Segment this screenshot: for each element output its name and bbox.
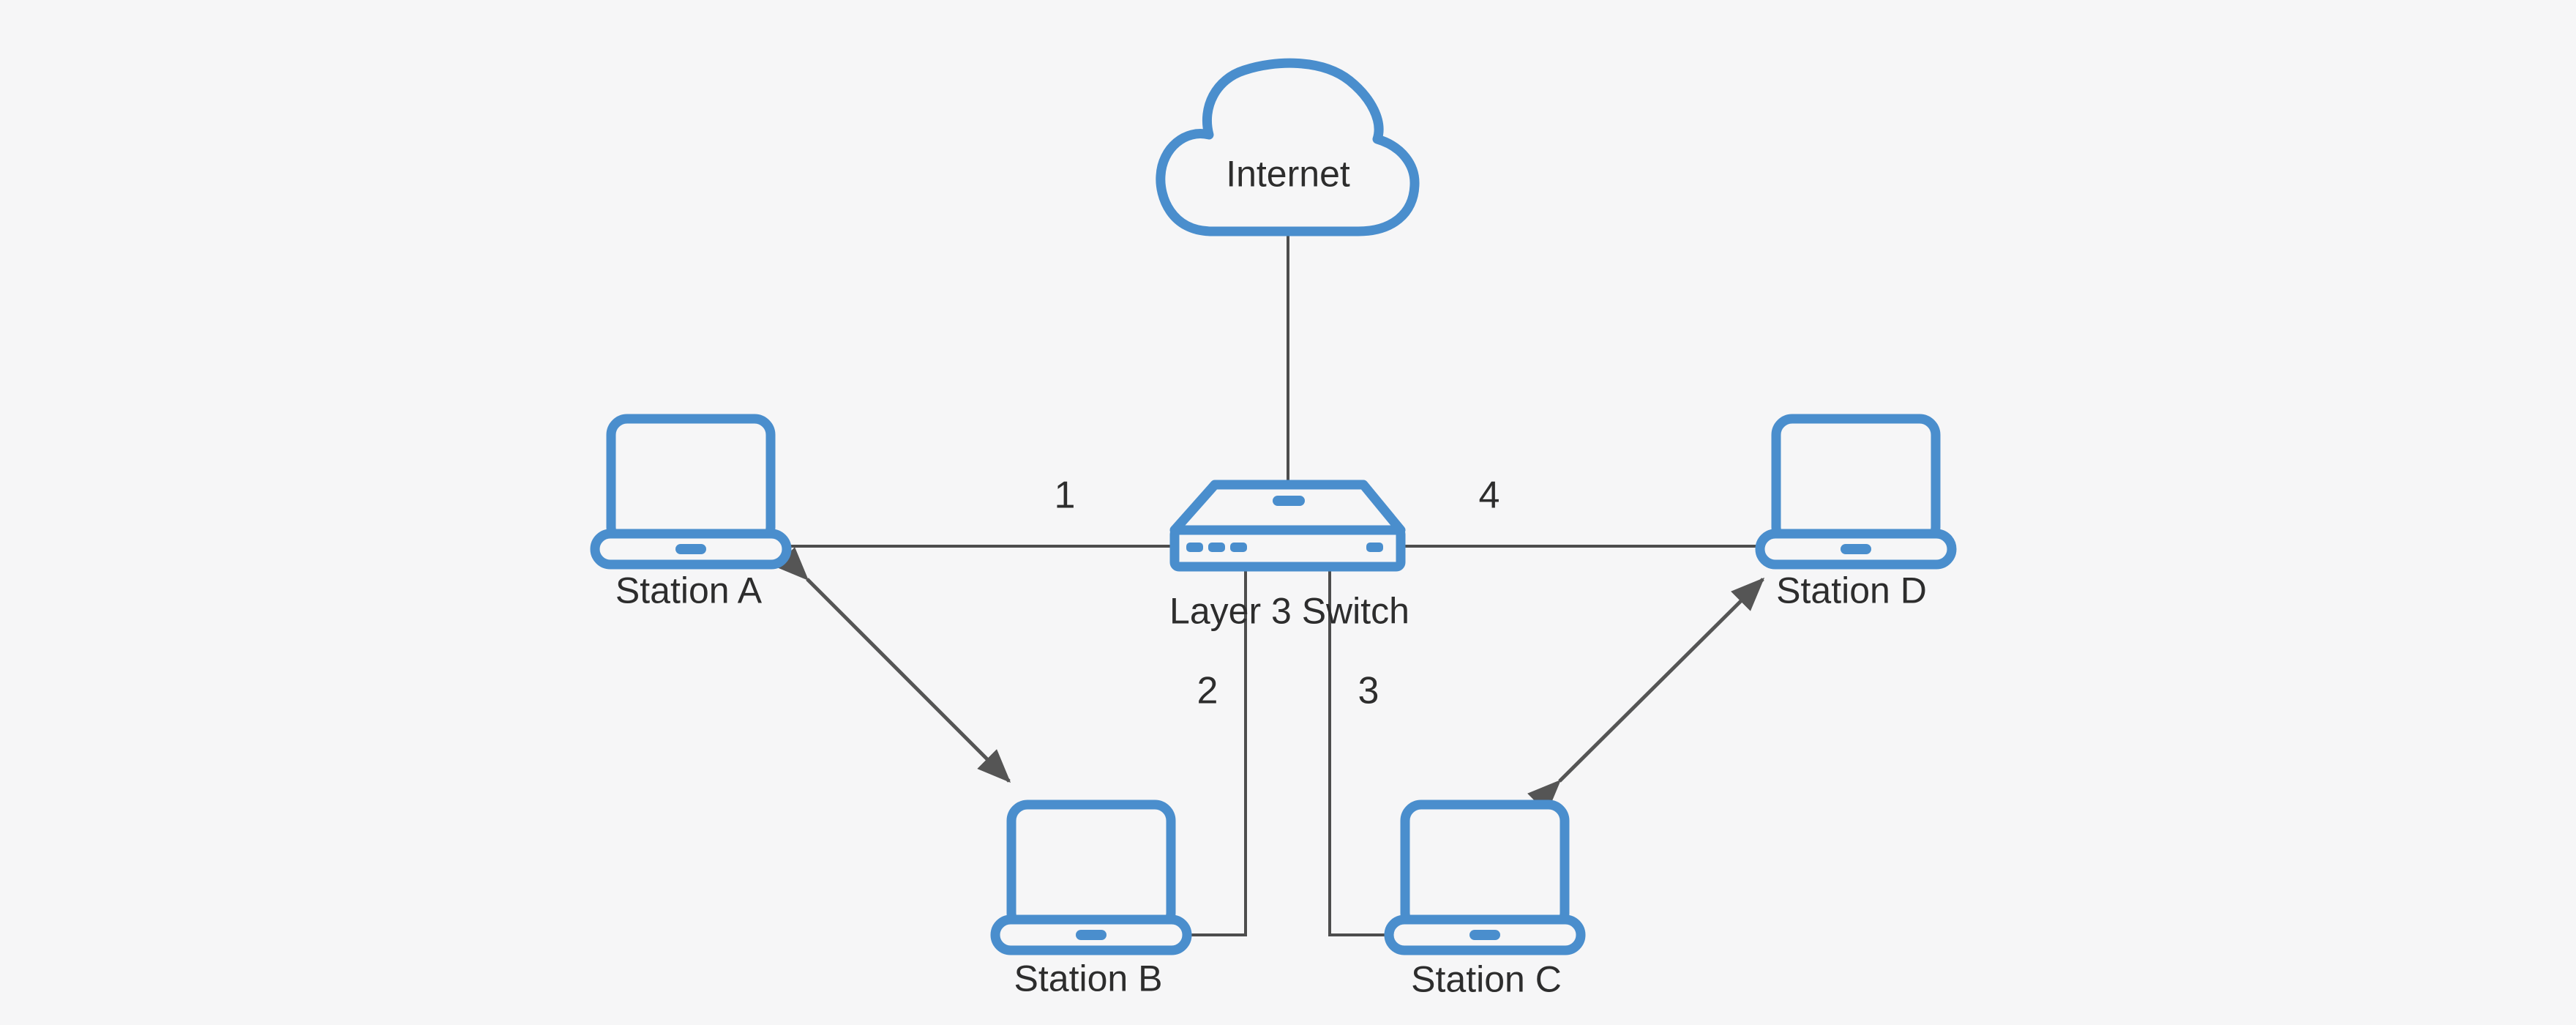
station-b-label: Station B [1014, 958, 1163, 999]
station-d-laptop-icon [1755, 414, 1957, 570]
switch-top-slot [1273, 496, 1305, 506]
station-d-label: Station D [1776, 570, 1927, 611]
laptop-screen [1771, 414, 1941, 548]
arrow-station-a-station-b [775, 547, 1011, 783]
switch-icon [1169, 480, 1406, 572]
link-station-c-port3 [1328, 567, 1389, 936]
port-2-label: 2 [1197, 669, 1218, 712]
link-station-b-port2 [1188, 567, 1247, 936]
internet-label: Internet [1226, 153, 1350, 195]
switch-label: Layer 3 Switch [1169, 590, 1409, 632]
laptop-screen [606, 414, 776, 548]
port-1-label: 1 [1054, 474, 1076, 517]
switch-port-led-3 [1230, 543, 1247, 552]
port-3-label: 3 [1358, 669, 1379, 712]
laptop-trackpad [1469, 930, 1500, 940]
switch-port-led-2 [1208, 543, 1225, 552]
laptop-trackpad [675, 544, 706, 554]
switch-port-led-4 [1366, 543, 1383, 552]
station-c-label: Station C [1411, 958, 1562, 1000]
station-c-laptop-icon [1384, 800, 1586, 955]
laptop-trackpad [1841, 544, 1871, 554]
arrow-station-c-station-d [1527, 577, 1765, 813]
laptop-trackpad [1076, 930, 1107, 940]
station-a-laptop-icon [590, 414, 792, 570]
switch-top-face [1169, 480, 1406, 535]
station-a-label: Station A [615, 570, 763, 611]
laptop-screen [1006, 800, 1176, 934]
internet-cloud-icon [1156, 58, 1420, 236]
laptop-screen [1400, 800, 1570, 934]
switch-body [1169, 525, 1406, 572]
station-b-laptop-icon [990, 800, 1192, 955]
switch-port-led-1 [1186, 543, 1203, 552]
port-4-label: 4 [1478, 474, 1500, 517]
